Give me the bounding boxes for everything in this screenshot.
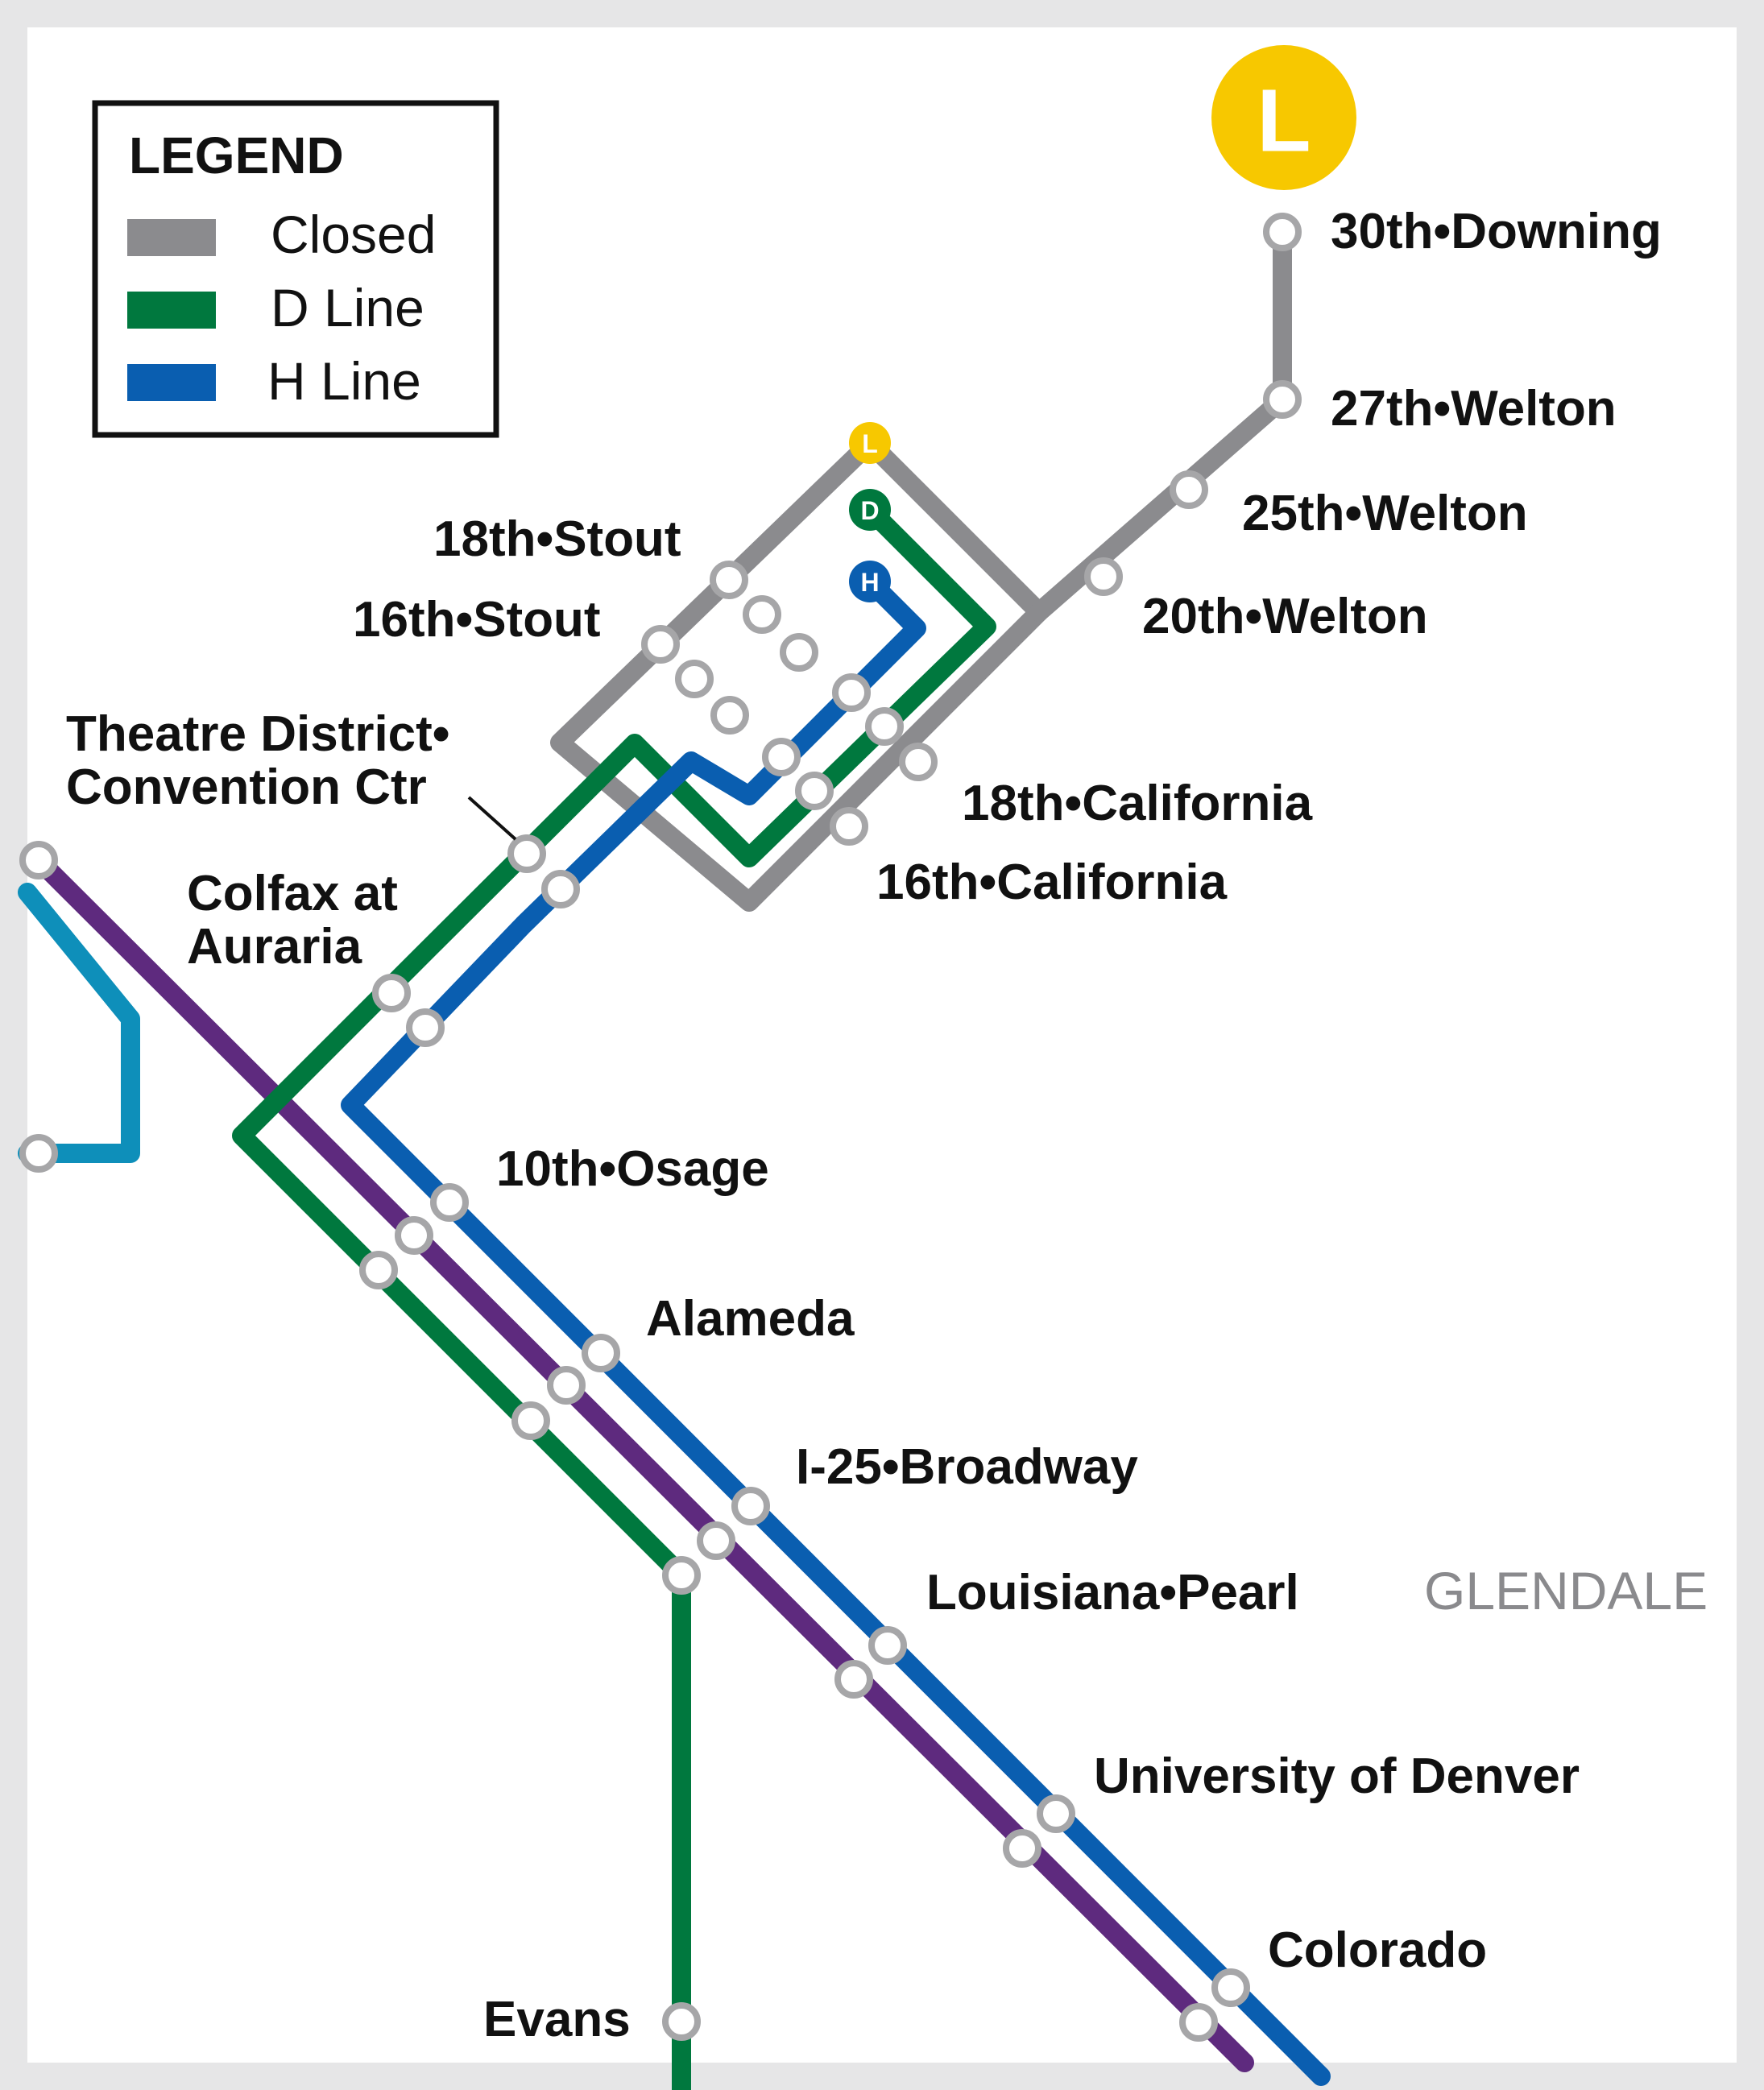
label-colorado: Colorado — [1268, 1922, 1487, 1978]
station-marker-university-of-denver[interactable] — [1003, 1794, 1075, 1868]
station-marker-colorado[interactable] — [1179, 1968, 1250, 2042]
legend-swatch-closed — [127, 219, 216, 256]
label-colfax-2: Auraria — [187, 919, 362, 975]
station-marker-evans[interactable] — [662, 2002, 701, 2041]
label-18th-stout: 18th•Stout — [433, 511, 681, 567]
station-marker-edge-left[interactable] — [19, 1134, 58, 1173]
station-marker-16th-california[interactable] — [762, 738, 868, 846]
station-marker-18th-california[interactable] — [832, 673, 938, 781]
station-marker-10th-osage[interactable] — [359, 1183, 469, 1289]
legend-label-closed: Closed — [271, 205, 436, 264]
station-marker-20th-welton[interactable] — [1084, 557, 1123, 596]
teal-line — [18, 883, 140, 1163]
label-alameda: Alameda — [646, 1291, 855, 1347]
station-marker-edge-top[interactable] — [19, 841, 58, 879]
loop-h-badge: H — [849, 561, 891, 602]
station-marker-i25-broadway[interactable] — [662, 1487, 770, 1595]
label-i25-broadway: I-25•Broadway — [796, 1439, 1138, 1495]
legend-label-h-line: H Line — [267, 351, 421, 411]
label-27th-welton: 27th•Welton — [1331, 381, 1617, 437]
label-evans: Evans — [483, 1992, 631, 2047]
label-glendale: GLENDALE — [1424, 1561, 1708, 1620]
label-25th-welton: 25th•Welton — [1242, 486, 1528, 541]
label-20th-welton: 20th•Welton — [1142, 589, 1428, 644]
legend-swatch-h-line — [127, 364, 216, 401]
h-line — [341, 572, 1331, 2086]
label-university-of-denver: University of Denver — [1094, 1749, 1580, 1804]
label-18th-california: 18th•California — [962, 776, 1313, 831]
label-30th-downing: 30th•Downing — [1331, 204, 1662, 259]
l-line-badge: L — [1211, 45, 1356, 190]
loop-h-badge-letter: H — [860, 568, 879, 597]
loop-d-badge: D — [849, 489, 891, 531]
station-marker-theatre-district[interactable] — [507, 834, 580, 908]
legend: LEGEND Closed D Line H Line — [92, 100, 499, 438]
station-markers — [19, 213, 1302, 2042]
legend-title: LEGEND — [129, 126, 344, 184]
station-marker-alameda[interactable] — [511, 1334, 620, 1440]
legend-label-d-line: D Line — [271, 278, 424, 337]
purple-line — [29, 850, 1254, 2072]
loop-l-badge-letter: L — [862, 429, 878, 458]
label-theatre-district-1: Theatre District• — [66, 706, 450, 762]
station-marker-30th-downing[interactable] — [1263, 213, 1302, 251]
label-louisiana-pearl: Louisiana•Pearl — [926, 1565, 1299, 1620]
station-marker-18th-stout[interactable] — [710, 561, 818, 672]
legend-swatch-d-line — [127, 292, 216, 329]
label-theatre-district-2: Convention Ctr — [66, 759, 427, 815]
label-16th-stout: 16th•Stout — [353, 592, 601, 648]
l-line-badge-letter: L — [1257, 72, 1311, 171]
label-colfax-1: Colfax at — [187, 866, 398, 921]
station-labels: 30th•Downing 27th•Welton 25th•Welton 20t… — [66, 204, 1708, 2047]
station-marker-27th-welton[interactable] — [1263, 380, 1302, 419]
loop-l-badge: L — [849, 422, 891, 464]
station-marker-25th-welton[interactable] — [1170, 470, 1208, 509]
loop-d-badge-letter: D — [860, 496, 879, 525]
station-marker-colfax-auraria[interactable] — [372, 974, 445, 1047]
label-16th-california: 16th•California — [876, 855, 1228, 910]
theatre-leader-line — [467, 796, 517, 841]
station-marker-louisiana-pearl[interactable] — [834, 1626, 907, 1699]
station-marker-16th-stout[interactable] — [641, 625, 749, 735]
label-10th-osage: 10th•Osage — [496, 1141, 769, 1197]
